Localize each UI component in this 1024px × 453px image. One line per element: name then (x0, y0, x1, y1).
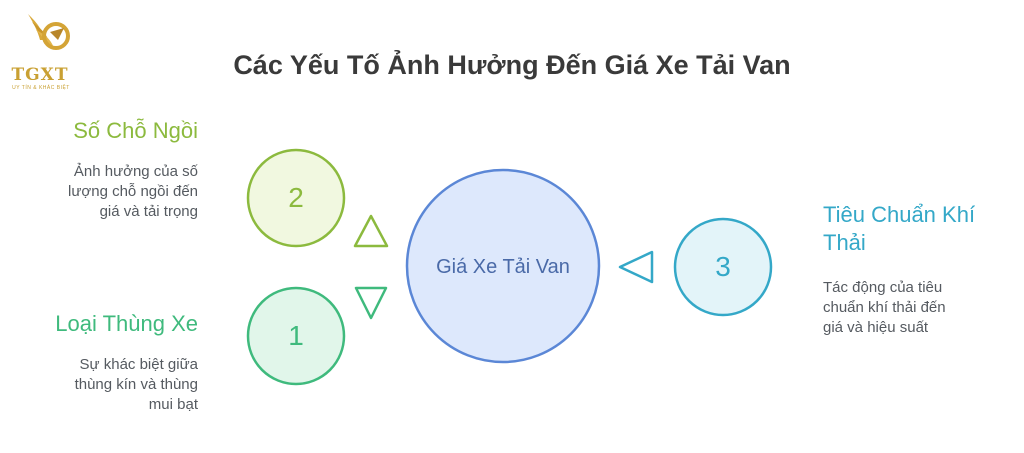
factor-heading-seats: Số Chỗ Ngồi (73, 118, 198, 143)
factor-description-emission: Tác động của tiêu chuẩn khí thải đến giá… (823, 278, 1013, 338)
description-line: Tác động của tiêu (823, 279, 943, 296)
center-label: Giá Xe Tải Van (436, 256, 570, 278)
logo-tagline: UY TÍN & KHÁC BIỆT (12, 85, 70, 91)
brand-logo: TGXT UY TÍN & KHÁC BIỆT (6, 10, 92, 91)
factor-heading-emission: Tiêu Chuẩn Khí Thải (823, 201, 1013, 257)
arrow-down-triangle-icon (354, 286, 388, 320)
heading-line: Thải (823, 230, 866, 255)
description-line: thùng kín và thùng (74, 376, 198, 393)
factor-number-emission: 3 (715, 251, 731, 282)
arrow-left-triangle-icon (618, 250, 654, 284)
description-line: Sự khác biệt giữa (79, 356, 198, 373)
logo-name: TGXT (11, 65, 69, 85)
heading-line: Tiêu Chuẩn Khí (823, 202, 976, 227)
factor-circle-body-type (246, 286, 346, 386)
page-title: Các Yếu Tố Ảnh Hưởng Đến Giá Xe Tải Van (233, 50, 791, 80)
eagle-wing-logo-icon (28, 14, 70, 50)
center-circle (405, 168, 601, 364)
factor-number-seats: 2 (288, 182, 304, 213)
factor-heading-body-type: Loại Thùng Xe (55, 311, 198, 336)
description-line: lượng chỗ ngồi đến (68, 183, 198, 200)
factor-description-seats: Ảnh hưởng của số lượng chỗ ngồi đến giá … (20, 162, 198, 222)
factor-circle-seats (246, 148, 346, 248)
arrow-up-triangle-icon (353, 214, 389, 248)
factor-description-body-type: Sự khác biệt giữa thùng kín và thùng mui… (20, 355, 198, 415)
description-line: Ảnh hưởng của số (73, 163, 198, 180)
factor-circle-emission (673, 217, 773, 317)
description-line: giá và hiệu suất (823, 319, 929, 336)
description-line: mui bạt (148, 396, 198, 413)
description-line: chuẩn khí thải đến (823, 299, 946, 316)
factor-number-body-type: 1 (288, 320, 304, 351)
description-line: giá và tải trọng (99, 203, 198, 220)
